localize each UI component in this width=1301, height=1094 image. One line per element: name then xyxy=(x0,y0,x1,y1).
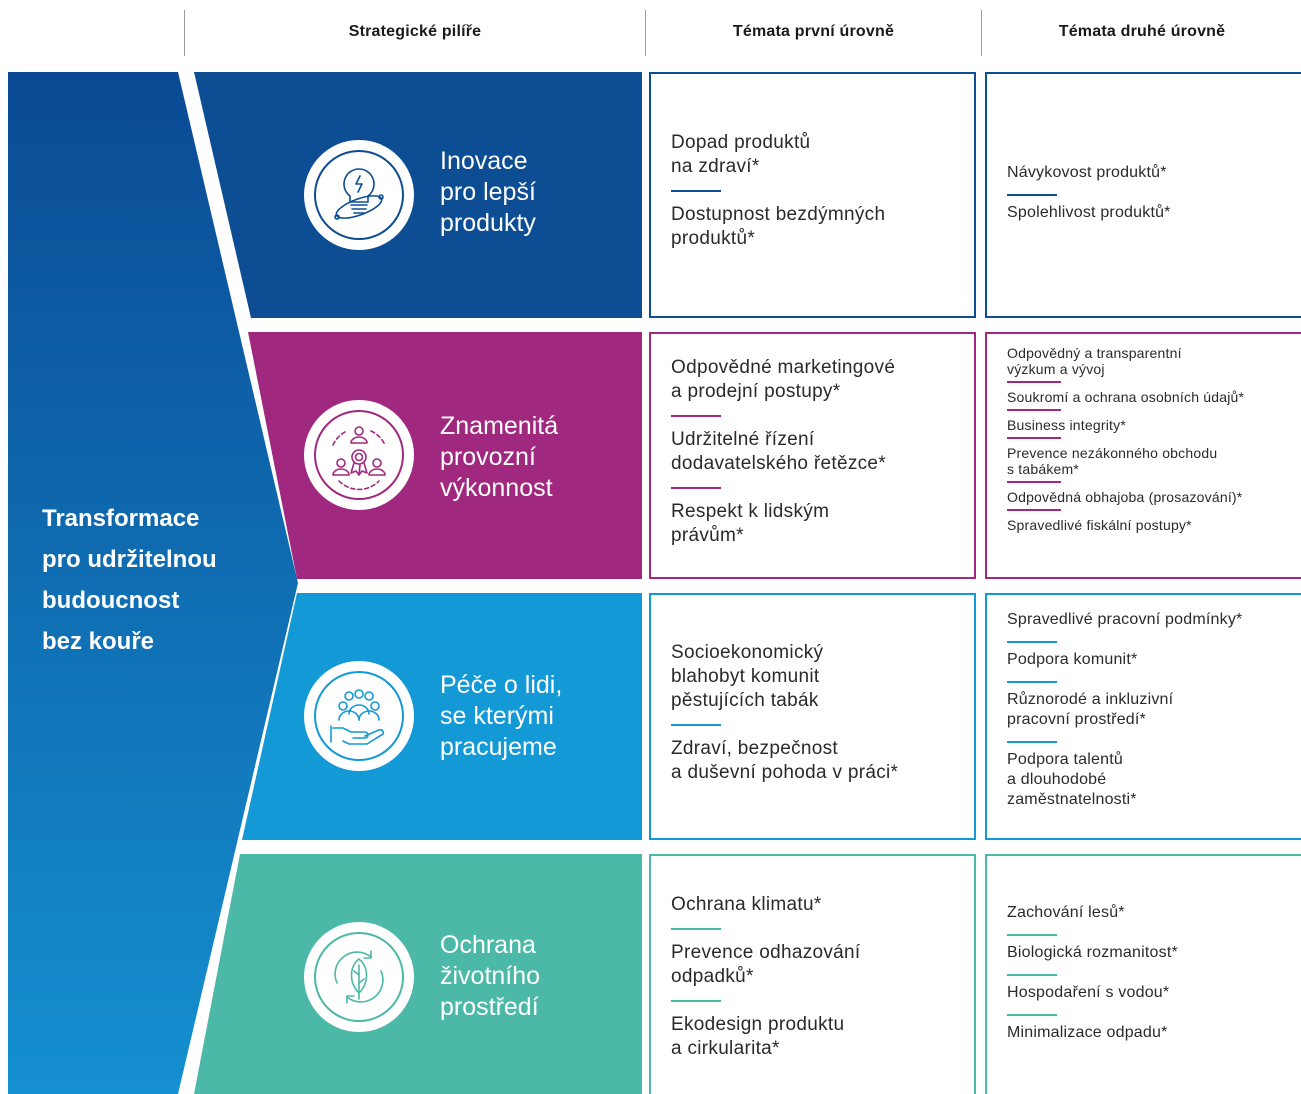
topic-item: Hospodaření s vodou* xyxy=(1007,984,1170,1001)
header-divider xyxy=(184,10,185,56)
header-second-level-topics: Témata druhé úrovně xyxy=(1058,23,1226,40)
topic-separator xyxy=(1007,974,1057,976)
topic-separator xyxy=(1007,437,1061,439)
header-first-level-topics: Témata první úrovně xyxy=(732,23,895,40)
topic-separator xyxy=(671,1000,721,1002)
topic-item: Ekodesign produktu a cirkularita* xyxy=(671,1014,845,1059)
topic-item: Ochrana klimatu* xyxy=(671,894,822,915)
topic-item: Socioekonomický blahobyt komunit pěstují… xyxy=(671,642,824,711)
topic-item: Zdraví, bezpečnost a duševní pohoda v pr… xyxy=(671,738,899,783)
topic-separator xyxy=(1007,409,1061,411)
level1-box-environment: Ochrana klimatu* Prevence odhazování odp… xyxy=(649,854,976,1094)
pillar-title-people: Péče o lidi, se kterými pracujeme xyxy=(440,671,563,761)
topic-item: Návykovost produktů* xyxy=(1007,164,1167,181)
topic-item: Biologická rozmanitost* xyxy=(1007,944,1178,961)
topic-separator xyxy=(1007,641,1057,643)
level1-box-people: Socioekonomický blahobyt komunit pěstují… xyxy=(649,593,976,840)
topic-item: Odpovědné marketingové a prodejní postup… xyxy=(671,357,896,402)
topic-item: Dopad produktů na zdraví* xyxy=(671,132,811,177)
header-strategic-pillars: Strategické pilíře xyxy=(348,23,482,40)
topic-item: Podpora komunit* xyxy=(1007,651,1138,668)
topic-separator xyxy=(671,928,721,930)
topic-item: Dostupnost bezdýmných produktů* xyxy=(671,204,886,249)
topic-item: Soukromí a ochrana osobních údajů* xyxy=(1007,389,1245,405)
pillar-title-operations: Znamenitá provozní výkonnost xyxy=(440,412,559,502)
topic-separator xyxy=(1007,681,1057,683)
topic-item: Spravedlivé fiskální postupy* xyxy=(1007,517,1192,533)
award-people-icon xyxy=(304,400,414,510)
level1-box-innovation: Dopad produktů na zdraví* Dostupnost bez… xyxy=(649,72,976,318)
topic-item: Respekt k lidským právům* xyxy=(671,501,830,546)
level2-box-environment: Zachování lesů* Biologická rozmanitost* … xyxy=(985,854,1301,1094)
topic-item: Spolehlivost produktů* xyxy=(1007,204,1171,221)
topic-separator xyxy=(1007,934,1057,936)
pillar-title-environment: Ochrana životního prostředí xyxy=(440,931,541,1021)
topic-separator xyxy=(1007,1014,1057,1016)
topic-item: Odpovědná obhajoba (prosazování)* xyxy=(1007,489,1243,505)
main-title: Transformace pro udržitelnou budoucnost … xyxy=(42,505,217,655)
topic-separator xyxy=(671,415,721,417)
pillar-band-people xyxy=(242,593,642,840)
level2-box-innovation: Návykovost produktů* Spolehlivost produk… xyxy=(985,72,1301,318)
pillar-band-innovation xyxy=(194,72,642,318)
topic-item: Minimalizace odpadu* xyxy=(1007,1024,1168,1041)
topic-separator xyxy=(1007,381,1061,383)
topic-separator xyxy=(671,724,721,726)
topic-item: Zachování lesů* xyxy=(1007,904,1125,921)
level1-box-operations: Odpovědné marketingové a prodejní postup… xyxy=(649,332,976,579)
topic-item: Business integrity* xyxy=(1007,417,1126,433)
pillar-band-environment xyxy=(194,854,642,1094)
leaf-recycle-icon xyxy=(304,922,414,1032)
topic-item: Podpora talentů a dlouhodobé zaměstnatel… xyxy=(1007,751,1137,808)
topic-item: Různorodé a inkluzivní pracovní prostřed… xyxy=(1007,691,1174,728)
lightbulb-innovation-icon xyxy=(304,140,414,250)
pillar-band-operations xyxy=(248,332,642,579)
topic-separator xyxy=(671,487,721,489)
topic-separator xyxy=(1007,194,1057,196)
topic-separator xyxy=(1007,509,1061,511)
topic-item: Spravedlivé pracovní podmínky* xyxy=(1007,611,1243,628)
level2-box-operations: Odpovědný a transparentní výzkum a vývoj… xyxy=(985,332,1301,579)
level2-box-people: Spravedlivé pracovní podmínky* Podpora k… xyxy=(985,593,1301,840)
topic-item: Prevence odhazování odpadků* xyxy=(671,942,861,987)
main-arrow-shape xyxy=(8,72,298,1094)
people-hand-icon xyxy=(304,661,414,771)
topic-separator xyxy=(1007,741,1057,743)
topic-separator xyxy=(671,190,721,192)
header-divider xyxy=(645,10,646,56)
pillar-title-innovation: Inovace pro lepší produkty xyxy=(440,147,536,237)
topic-item: Odpovědný a transparentní výzkum a vývoj xyxy=(1007,345,1182,377)
topic-item: Prevence nezákonného obchodu s tabákem* xyxy=(1007,445,1218,477)
topic-separator xyxy=(1007,481,1061,483)
header-divider xyxy=(981,10,982,56)
topic-item: Udržitelné řízení dodavatelského řetězce… xyxy=(671,429,886,474)
